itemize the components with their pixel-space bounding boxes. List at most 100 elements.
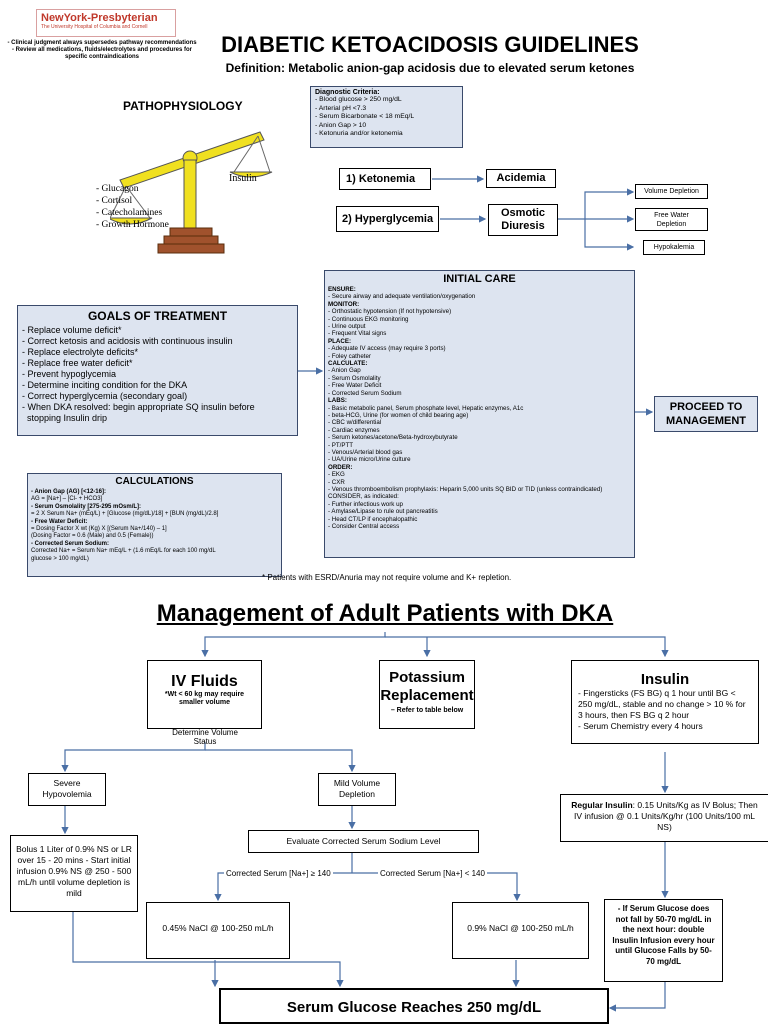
- list-line: - Secure airway and adequate ventilation…: [328, 293, 476, 301]
- diagnostic-item: - Anion Gap > 10: [315, 121, 367, 129]
- list-line: ENSURE:: [328, 286, 356, 293]
- calculations-heading: CALCULATIONS: [115, 476, 194, 487]
- list-line: AG = [Na+] – [Cl- + HCO3]: [31, 496, 103, 503]
- regular-insulin-label: Regular Insulin: [571, 800, 633, 810]
- goal-item: - Replace volume deficit*: [22, 325, 122, 335]
- determine-volume-status: Determine Volume Status: [172, 728, 238, 746]
- hyperglycemia-box: 2) Hyperglycemia: [336, 206, 439, 232]
- list-line: - Free Water Deficit:: [31, 518, 88, 525]
- list-line: - Serum ketones/acetone/Beta-hydroxybuty…: [328, 434, 458, 442]
- half-ns-box: 0.45% NaCl @ 100-250 mL/h: [146, 902, 290, 959]
- goal-item: - Correct hyperglycemia (secondary goal): [22, 391, 188, 401]
- calculations-list: - Anion Gap (AG) [<12-16]: AG = [Na+] – …: [31, 489, 278, 563]
- list-line: - Serum Osmolality: [328, 374, 381, 382]
- list-line: (Dosing Factor = 0.6 (Male) and 0.5 (Fem…: [31, 533, 154, 540]
- goal-item: - Prevent hypoglycemia: [22, 369, 117, 379]
- list-line: Corrected Na+ = Serum Na+ mEq/L + (1.6 m…: [31, 548, 216, 555]
- list-line: - Adequate IV access (may require 3 port…: [328, 345, 446, 353]
- iv-fluids-title: IV Fluids: [171, 673, 238, 690]
- potassium-box: Potassium Replacement – Refer to table b…: [379, 660, 475, 729]
- list-line: - Free Water Deficit: [328, 382, 382, 390]
- goal-item: - Determine inciting condition for the D…: [22, 380, 188, 390]
- severe-hypovolemia-box: Severe Hypovolemia: [28, 773, 106, 806]
- hormone-list: - Glucagon - Cortisol - Catecholamines -…: [96, 183, 169, 231]
- ns-box: 0.9% NaCl @ 100-250 mL/h: [452, 902, 589, 959]
- list-line: - Continuous EKG monitoring: [328, 315, 409, 323]
- free-water-box: Free Water Depletion: [635, 208, 708, 231]
- list-line: - Orthostatic hypotension (If not hypote…: [328, 308, 452, 316]
- list-line: - Corrected Serum Sodium: [328, 389, 402, 397]
- list-line: - Anion Gap: [328, 367, 361, 375]
- hypokalemia-box: Hypokalemia: [643, 240, 705, 255]
- insulin-list: - Fingersticks (FS BG) q 1 hour until BG…: [578, 688, 752, 732]
- list-line: - Amylase/Lipase to rule out pancreatiti…: [328, 508, 438, 516]
- osmotic-diuresis-box: Osmotic Diuresis: [488, 204, 558, 236]
- acidemia-box: Acidemia: [486, 169, 556, 188]
- list-line: - Frequent Vital signs: [328, 330, 387, 338]
- diagnostic-item: - Arterial pH <7.3: [315, 104, 367, 112]
- diagnostic-item: - Blood glucose > 250 mg/dL: [315, 96, 402, 103]
- na-high-label: Corrected Serum [Na+] ≥ 140: [224, 869, 333, 878]
- page-title: DIABETIC KETOACIDOSIS GUIDELINES: [221, 32, 639, 57]
- initial-care-list: ENSURE:- Secure airway and adequate vent…: [328, 286, 631, 530]
- list-line: - Basic metabolic panel, Serum phosphate…: [328, 404, 524, 412]
- regular-insulin-text: : 0.15 Units/Kg as IV Bolus; Then IV inf…: [573, 800, 758, 832]
- list-line: - Anion Gap (AG) [<12-16]:: [31, 489, 106, 495]
- ketonemia-box: 1) Ketonemia: [339, 168, 431, 190]
- list-line: CONSIDER, as indicated:: [328, 493, 399, 501]
- diagnostic-item: - Serum Bicarbonate < 18 mEq/L: [315, 113, 415, 120]
- goals-heading: GOALS OF TREATMENT: [87, 309, 228, 323]
- list-line: - beta-HCG, Urine (for women of child be…: [328, 411, 469, 419]
- initial-care: INITIAL CARE ENSURE:- Secure airway and …: [324, 270, 635, 558]
- proceed-to-management: PROCEED TO MANAGEMENT: [654, 396, 758, 432]
- list-line: - Serum Osmolality [275-295 mOsm/L]:: [31, 503, 142, 510]
- list-line: - Head CT/LP if encephalopathic: [328, 515, 418, 523]
- hormone-item: - Growth Hormone: [96, 220, 169, 230]
- potassium-title: Potassium Replacement: [380, 669, 474, 704]
- goal-item: - Correct ketosis and acidosis with cont…: [22, 336, 233, 346]
- diagnostic-heading: Diagnostic Criteria:: [315, 89, 380, 96]
- mild-volume-box: Mild Volume Depletion: [318, 773, 396, 806]
- na-low-label: Corrected Serum [Na+] < 140: [378, 869, 487, 878]
- disclaimer-line: - Clinical judgment always supersedes pa…: [7, 40, 197, 46]
- goal-item: - Replace electrolyte deficits*: [22, 347, 139, 357]
- list-line: = Dosing Factor X wt (Kg) X [(Serum Na+/…: [31, 526, 167, 533]
- goal-item: stopping Insulin drip: [22, 413, 108, 423]
- iv-fluids-note: *Wt < 60 kg may require smaller volume: [164, 691, 245, 706]
- logo-sub: The University Hospital of Columbia and …: [41, 24, 148, 30]
- hormone-item: - Glucagon: [96, 184, 139, 194]
- pathophysiology-heading: PATHOPHYSIOLOGY: [123, 99, 243, 113]
- insulin-title: Insulin: [640, 671, 690, 688]
- diagnostic-criteria: Diagnostic Criteria: - Blood glucose > 2…: [310, 86, 463, 148]
- diagnostic-list: - Blood glucose > 250 mg/dL - Arterial p…: [315, 96, 458, 139]
- list-line: - Consider Central access: [328, 523, 400, 530]
- insulin-box: Insulin - Fingersticks (FS BG) q 1 hour …: [571, 660, 759, 744]
- list-line: PLACE:: [328, 337, 352, 345]
- bolus-box: Bolus 1 Liter of 0.9% NS or LR over 15 -…: [10, 835, 138, 912]
- scale-icon: [110, 131, 273, 254]
- calculations: CALCULATIONS - Anion Gap (AG) [<12-16]: …: [27, 473, 282, 577]
- potassium-note: – Refer to table below: [390, 707, 464, 714]
- disclaimer: - Clinical judgment always supersedes pa…: [4, 40, 200, 61]
- definition: Definition: Metabolic anion-gap acidosis…: [225, 61, 635, 75]
- list-line: - Cardiac enzymes: [328, 426, 380, 434]
- logo-name: NewYork-Presbyterian: [41, 12, 158, 24]
- list-line: glucose > 100 mg/dL): [31, 555, 89, 562]
- list-line: = 2 X Serum Na+ (mEq/L) + [Glucose (mg/d…: [31, 511, 219, 518]
- volume-depletion-box: Volume Depletion: [635, 184, 708, 199]
- list-line: - Corrected Serum Sodium:: [31, 540, 110, 547]
- list-line: CALCULATE:: [328, 360, 368, 368]
- hormone-item: - Cortisol: [96, 196, 133, 206]
- list-line: MONITOR:: [328, 300, 360, 308]
- list-line: - Further infectious work up: [328, 500, 403, 508]
- list-line: - Urine output: [328, 323, 366, 331]
- iv-fluids-box: IV Fluids *Wt < 60 kg may require smalle…: [147, 660, 262, 729]
- evaluate-sodium-box: Evaluate Corrected Serum Sodium Level: [248, 830, 479, 853]
- disclaimer-line: - Review all medications, fluids/electro…: [11, 47, 193, 60]
- list-line: - CXR: [328, 478, 345, 486]
- management-title: Management of Adult Patients with DKA: [156, 600, 614, 627]
- goals-list: - Replace volume deficit* - Correct keto…: [22, 325, 293, 424]
- goals-of-treatment: GOALS OF TREATMENT - Replace volume defi…: [17, 305, 298, 436]
- insulin-label: Insulin: [229, 173, 257, 184]
